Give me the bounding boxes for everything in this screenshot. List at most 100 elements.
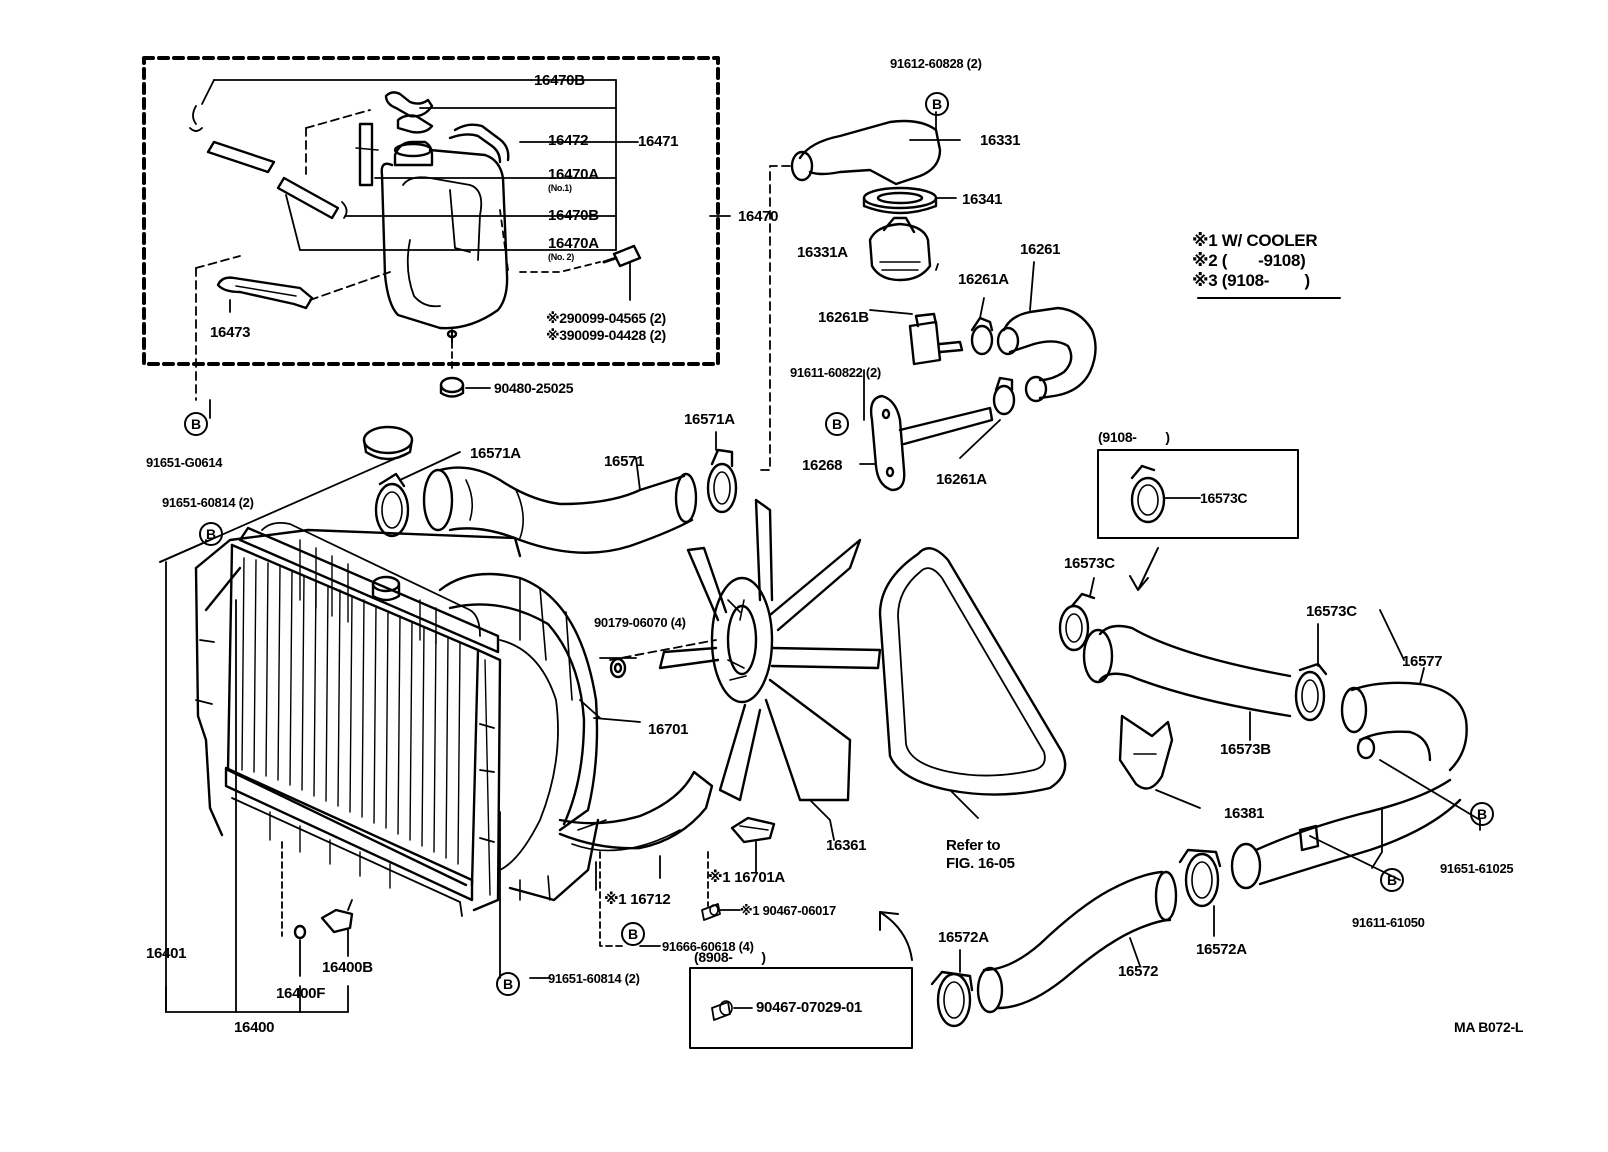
callout-16472: 16472 [548,132,589,149]
callout-91651-G0614: 91651-G0614 [146,455,223,470]
callout-16573C-left: 16573C [1064,555,1115,572]
callout-16261: 16261 [1020,241,1061,258]
water-pipe [859,394,994,492]
callout-16473: 16473 [210,324,251,341]
refer-to-line1: Refer to [946,837,1001,854]
callout-16470A-no1: 16470A [548,166,599,183]
callout-91666-60618: 91666-60618 (4) [662,939,754,954]
box-8908 [689,967,913,1049]
box-9108-title: (9108- ) [1098,429,1170,445]
callout-16573C-box: 16573C [1200,490,1248,506]
heater-hose-16577 [1340,667,1481,821]
lower-radiator-hose [976,870,1178,1014]
callout-16471: 16471 [638,133,679,150]
drive-belt [878,547,1067,819]
callout-90467-06017: ※1 90467-06017 [740,903,836,918]
assembly-brackets [165,539,349,1013]
upper-hose-clamp-left [374,451,461,538]
callout-16261A-bottom: 16261A [936,471,987,488]
drain-plug [439,341,491,398]
callout-16401: 16401 [146,945,187,962]
shroud-bracket-16701A [730,816,776,873]
callout-16572: 16572 [1118,963,1159,980]
callout-no1: (No.1) [548,183,572,193]
legend-before-9108: ※2 ( -9108) [1192,251,1306,270]
callout-16268: 16268 [802,457,843,474]
lower-hose-clamp-left [930,949,974,1028]
callout-16470: 16470 [738,208,779,225]
drain-cock [281,841,354,977]
callout-90467-07029-01: 90467-07029-01 [756,999,862,1016]
callout-91611-61050: 91611-61050 [1352,915,1425,930]
callout-16341: 16341 [962,191,1003,208]
tank-bolt [602,244,642,301]
b-marker-letter: B [832,416,842,432]
callout-16701: 16701 [648,721,689,738]
callout-16571A-right: 16571A [684,411,735,428]
callout-bolt-after-9108: ※390099-04428 (2) [546,327,666,343]
hose-bracket [1118,714,1201,809]
reservoir-tank [380,140,509,343]
callout-bolt-before-9108: ※290099-04565 (2) [546,310,666,326]
legend-after-9108: ※3 (9108- ) [1192,271,1310,290]
callout-91651-61025: 91651-61025 [1440,861,1514,876]
reservoir-frame [142,56,720,366]
heater-hose-upper [1082,624,1292,741]
b-marker-letter: B [206,526,216,542]
bypass-clamp-bottom [959,376,1016,459]
overflow-hoses [189,105,348,220]
callout-16470A-no2: 16470A [548,235,599,252]
callout-91612-60828: 91612-60828 (2) [890,56,982,71]
callout-16331A: 16331A [797,244,848,261]
callout-16701A: ※1 16701A [708,869,785,886]
b-marker-letter: B [628,926,638,942]
b-marker-letter: B [1477,806,1487,822]
callout-16381: 16381 [1224,805,1265,822]
screw-90467-06017 [701,903,721,921]
shroud-leaders [595,851,741,947]
callout-90480-25025: 90480-25025 [494,380,574,396]
refer-to-line2: FIG. 16-05 [946,855,1015,872]
callout-16572A-right: 16572A [1196,941,1247,958]
lower-hose-clamp-right [1178,848,1222,937]
diagram-id: MA B072-L [1454,1019,1524,1035]
callout-16712: ※1 16712 [604,891,671,908]
heater-clamp-right [1294,623,1328,722]
cooling-fan [609,498,882,841]
callout-90179-06070: 90179-06070 (4) [594,615,686,630]
reservoir-bracket [195,255,391,401]
callout-16400F: 16400F [276,985,326,1002]
bypass-clamp-top [970,297,994,356]
b-marker-letter: B [191,416,201,432]
callout-91611-60822: 91611-60822 (2) [790,365,881,380]
callout-91651-60814-top: 91651-60814 (2) [162,495,254,510]
upper-hose-clamp-right [706,431,738,514]
callout-16470B-top: 16470B [534,72,585,89]
arrow-to-box-8908 [879,911,913,961]
callout-16470B-mid: 16470B [548,207,599,224]
water-outlet [759,111,961,471]
box-8908-title: (8908- ) [694,949,766,965]
callout-16577: 16577 [1402,653,1443,670]
fan-shroud [438,572,714,902]
callout-91651-60814-bottom: 91651-60814 (2) [548,971,640,986]
callout-16573B: 16573B [1220,741,1271,758]
b-marker-letter: B [1387,872,1397,888]
heater-clamp-left [1058,577,1096,652]
callout-16361: 16361 [826,837,867,854]
radiator [194,521,522,917]
b-marker-letter: B [932,96,942,112]
thermostat [868,216,932,282]
callout-16261B: 16261B [818,309,869,326]
water-inlet-pipe [1230,778,1462,890]
callout-16571: 16571 [604,453,645,470]
bypass-union [869,309,964,366]
callout-no2: (No. 2) [548,252,574,262]
box-9108 [1097,449,1299,591]
callout-16400: 16400 [234,1019,275,1036]
legend-cooler: ※1 W/ COOLER [1192,231,1318,250]
callout-16331: 16331 [980,132,1021,149]
thermostat-gasket [862,186,957,215]
